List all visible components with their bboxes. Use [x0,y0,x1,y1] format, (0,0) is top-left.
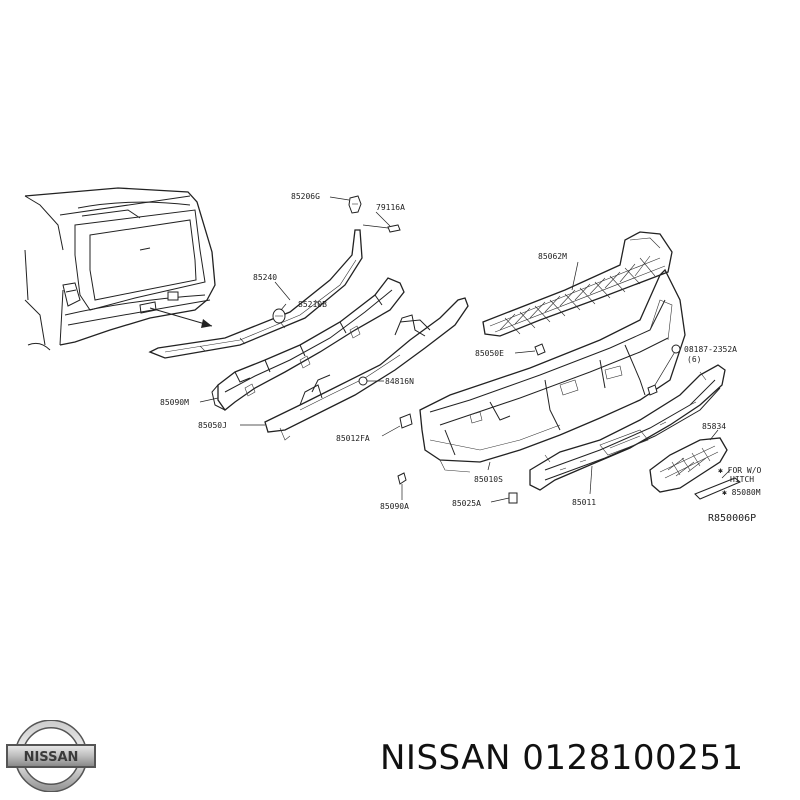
label-85062m: 85062M [538,252,567,261]
label-85090m: 85090M [160,398,189,407]
label-qty-6: (6) [687,355,701,364]
label-85011: 85011 [572,498,596,507]
label-85210b: 85210B [298,300,327,309]
vehicle-rear-illustration [24,187,216,351]
part-85080m-trim [694,469,741,500]
brand-name: NISSAN [380,738,511,778]
nissan-logo: NISSAN [4,719,98,793]
label-85206g: 85206G [291,192,320,201]
label-85010s: 85010S [474,475,503,484]
part-85834-step-pad [649,429,728,493]
part-84816n-clip [358,376,384,386]
label-hitch: HITCH [730,475,754,484]
label-85240: 85240 [253,273,277,282]
label-85050e: 85050E [475,349,504,358]
part-85012fa-clip [381,413,413,437]
label-08187-2352a: 08187-2352A [684,345,737,354]
part-85090a-bolt [397,472,407,500]
label-85025a: 85025A [452,499,481,508]
part-85010s-bumper-fascia [419,268,686,473]
label-85090a: 85090A [380,502,409,511]
part-85050j-bracket [264,297,469,441]
part-number: 0128100251 [522,738,744,778]
part-85210b-clip [272,303,287,324]
label-84816n: 84816N [385,377,414,386]
brand-part-number: NISSAN 0128100251 [380,738,744,778]
reference-arrow [149,307,213,328]
leader-lines [199,281,291,426]
part-85025a-clip [490,492,518,504]
part-labels: 85206G 79116A 85062M 85240 85210B 85050E… [160,192,762,524]
nissan-logo-text: NISSAN [24,750,79,765]
label-85834: 85834 [702,422,726,431]
label-85050j: 85050J [198,421,227,430]
label-79116a: 79116A [376,203,405,212]
diagram-ref-code: R850006P [708,513,756,524]
part-85240-strip [148,229,363,359]
nissan-logo-icon: NISSAN [6,719,96,793]
part-79116a-fastener [362,211,401,233]
part-85050e-clip [514,343,546,356]
part-85090m-bracket [211,277,405,411]
part-85011-reinforcement [529,364,726,495]
label-85012fa: 85012FA [336,434,370,443]
label-for-wo: ✱ FOR W/O [718,466,762,475]
label-85080m: ✱ 85080M [722,488,761,497]
part-08187-2352a-bolt [647,344,681,396]
part-85206g-clip [329,195,362,214]
part-85062m-step-pad [482,231,673,337]
